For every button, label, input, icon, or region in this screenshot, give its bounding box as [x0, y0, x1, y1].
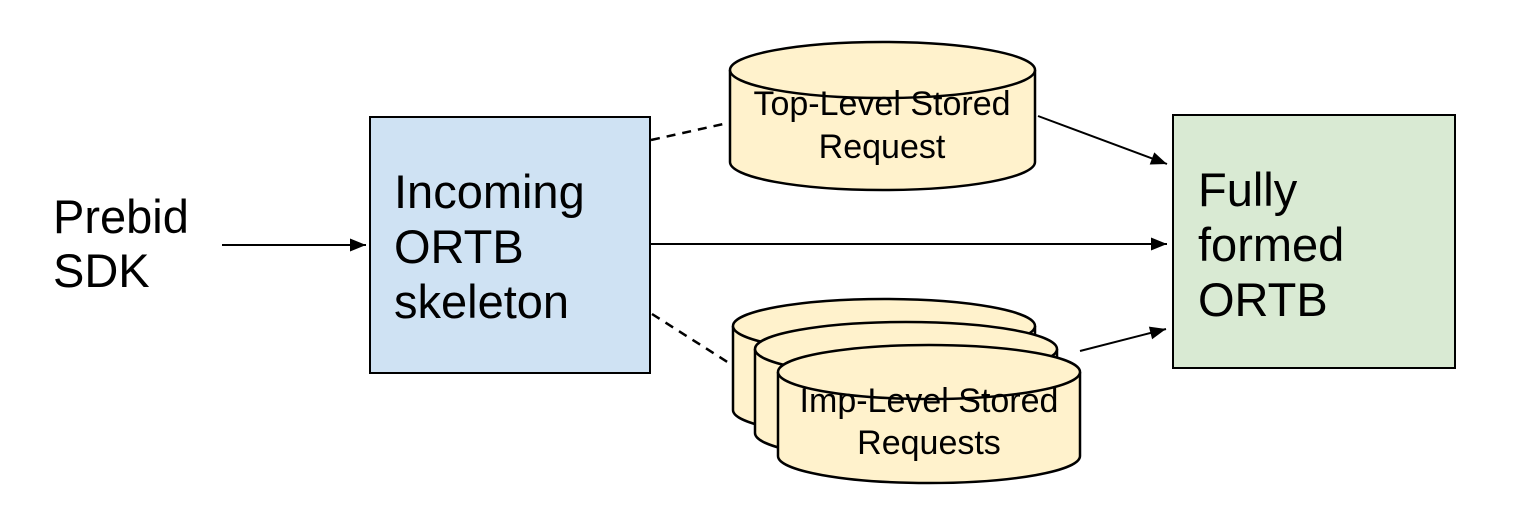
top-stored-cylinder-body	[728, 70, 1037, 192]
imp-stored-cylinder-front	[776, 343, 1082, 485]
node-incoming-ortb-skeleton: Incoming ORTB skeleton	[369, 116, 651, 374]
node-prebid-sdk: Prebid SDK	[53, 190, 189, 297]
edge-incoming-to-imp-stored-dashed	[651, 312, 730, 365]
edge-top-stored-to-fully-formed-arrow	[1037, 115, 1168, 165]
top-stored-label-line2: Request	[819, 128, 946, 166]
imp-stored-label-line1: Imp-Level Stored	[800, 382, 1059, 420]
edge-incoming-to-top-stored-dashed	[650, 121, 729, 142]
fully-formed-label-line3: ORTB	[1198, 273, 1328, 326]
imp-stored-cylinder-front-top	[776, 343, 1082, 401]
node-fully-formed-ortb: Fully formed ORTB	[1172, 114, 1456, 369]
node-top-level-stored-request: Top-Level Stored Request	[728, 40, 1037, 192]
node-imp-level-stored-requests: Imp-Level Stored Requests	[731, 297, 1082, 485]
incoming-ortb-skeleton-box	[369, 116, 651, 374]
fully-formed-ortb-box	[1172, 114, 1456, 369]
incoming-label-line2: ORTB	[394, 220, 524, 273]
fully-formed-label-line2: formed	[1198, 218, 1344, 271]
prebid-sdk-label-line2: SDK	[53, 244, 150, 297]
fully-formed-label-line1: Fully	[1198, 163, 1298, 216]
imp-stored-label-line2: Requests	[857, 424, 1001, 462]
imp-stored-cylinder-front-body	[776, 372, 1082, 485]
top-stored-label-line1: Top-Level Stored	[753, 85, 1010, 123]
incoming-label-line3: skeleton	[394, 275, 569, 328]
incoming-label-line1: Incoming	[394, 165, 585, 218]
prebid-sdk-label-line1: Prebid	[53, 190, 189, 243]
edge-imp-stored-to-fully-formed-arrow	[1079, 326, 1167, 352]
top-stored-cylinder-top	[728, 40, 1037, 100]
